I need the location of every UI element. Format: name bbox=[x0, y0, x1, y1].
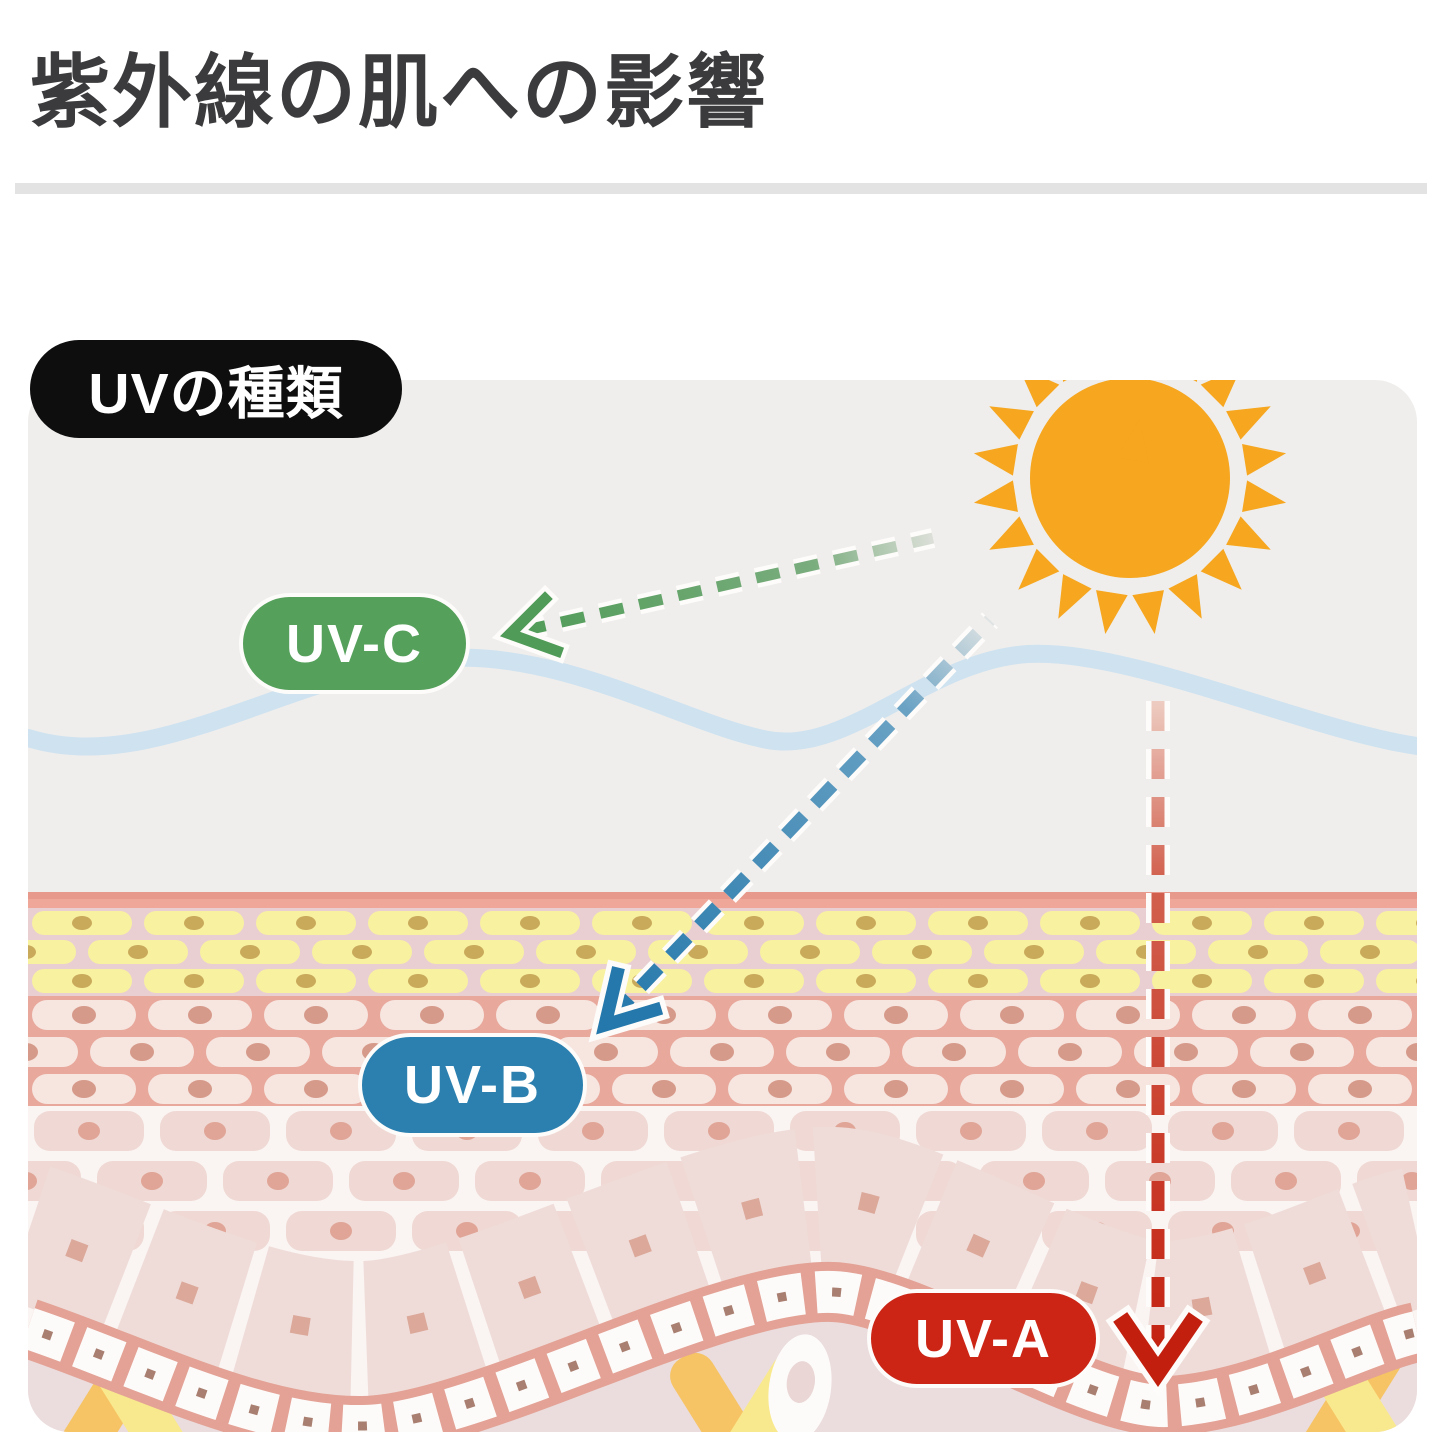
uva-label: UV-A bbox=[914, 1308, 1052, 1369]
uv-types-diagram: UV-C UV-B UV-A UVの種類 bbox=[28, 340, 1417, 1432]
skin-illustration bbox=[28, 380, 1417, 1432]
divider-line bbox=[15, 183, 1427, 194]
uvb-label: UV-B bbox=[403, 1055, 541, 1115]
uv-types-badge-label: UVの種類 bbox=[88, 362, 344, 426]
basal-cell-layer bbox=[28, 1126, 1417, 1401]
page-title: 紫外線の肌への影響 bbox=[30, 48, 768, 137]
uva-label-pill: UV-A bbox=[867, 1289, 1100, 1388]
uv-types-badge: UVの種類 bbox=[30, 340, 402, 438]
uvb-arrow-icon bbox=[588, 612, 998, 1043]
fibroblast-cell bbox=[768, 1334, 832, 1432]
ozone-layer-wave bbox=[28, 644, 1417, 756]
uvc-arrow-icon bbox=[491, 528, 936, 664]
uva-arrow-icon bbox=[1105, 688, 1211, 1397]
uvc-label-pill: UV-C bbox=[239, 593, 470, 694]
uvc-label: UV-C bbox=[285, 613, 423, 674]
sun-icon bbox=[973, 380, 1287, 635]
diagram-canvas: UV-C UV-B UV-A bbox=[28, 380, 1417, 1432]
uvb-label-pill: UV-B bbox=[358, 1033, 587, 1137]
basement-membrane bbox=[28, 1261, 1417, 1432]
